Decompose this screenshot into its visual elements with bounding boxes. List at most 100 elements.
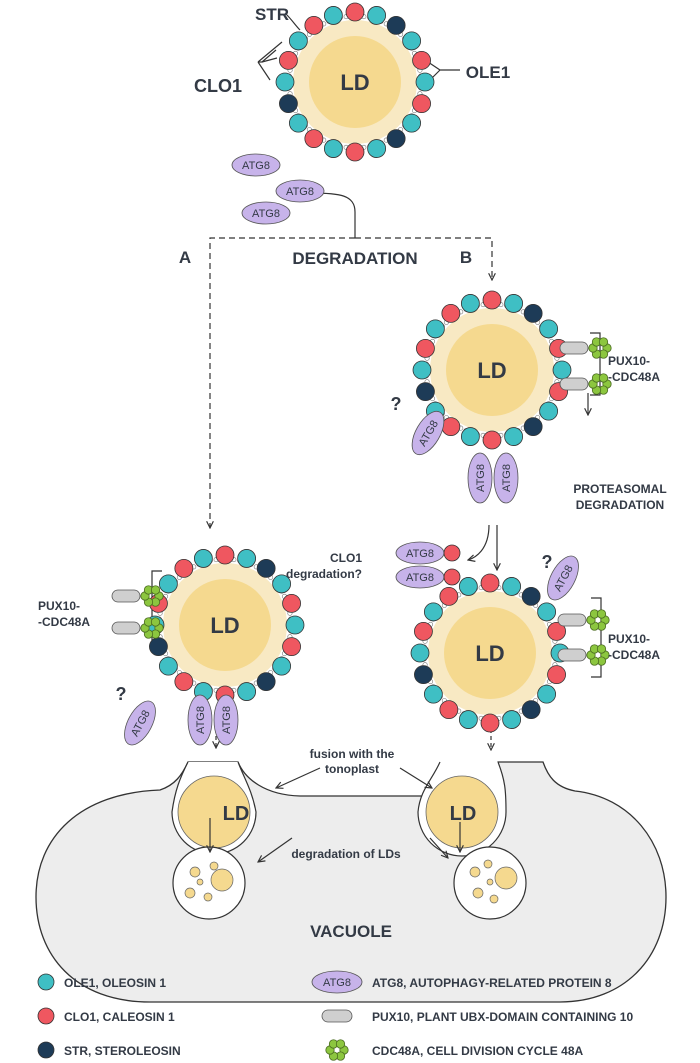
- ld-right-lower: LD: [410, 573, 570, 733]
- clo1-protein: [174, 558, 194, 578]
- inner-ld-left-label: LD: [223, 803, 250, 825]
- ld-right-upper: LD: [412, 290, 572, 450]
- str-protein: [416, 382, 435, 402]
- clo1-protein: [304, 129, 324, 149]
- clo1-protein: [482, 290, 502, 310]
- clo1-protein: [304, 15, 324, 35]
- ole1-protein: [415, 72, 435, 92]
- clo1-protein: [441, 417, 461, 437]
- pux10-shape: [111, 589, 141, 603]
- pux-label-lower-right-1: PUX10-: [608, 632, 650, 646]
- ole1-protein: [288, 31, 308, 51]
- atg8-right-bottom-2: ATG8: [493, 452, 519, 504]
- cdc48a-subunit: [150, 617, 161, 627]
- ld-label: LD: [475, 641, 504, 666]
- atg8-top-3: ATG8: [241, 201, 291, 225]
- ole1-protein: [193, 549, 213, 568]
- proteasomal-label-1: PROTEASOMAL: [573, 482, 666, 496]
- pux10-shape: [559, 341, 589, 355]
- ole1-protein: [504, 427, 524, 446]
- ole1-protein: [504, 294, 524, 313]
- clo1-protein: [414, 621, 433, 641]
- atg8-clo1-2: ATG8: [395, 565, 445, 589]
- ole1-protein: [458, 710, 478, 729]
- clo1-protein: [439, 586, 459, 606]
- atg8-label: ATG8: [242, 160, 270, 172]
- pux10-shape: [559, 377, 589, 391]
- pux-cdc48a-right-upper-2: [559, 373, 612, 395]
- legend-ole1-label: OLE1, OLEOSIN 1: [64, 976, 166, 990]
- clo1-protein: [441, 303, 461, 323]
- clo1-protein: [443, 544, 461, 562]
- atg8-label: ATG8: [323, 977, 351, 989]
- ole1-protein: [237, 549, 257, 568]
- str-protein: [521, 700, 541, 720]
- cdc48a-subunit: [150, 585, 161, 595]
- ole1-protein: [460, 294, 480, 313]
- clo1-protein: [547, 621, 566, 641]
- clo1-protein: [174, 672, 194, 692]
- ole1-protein: [423, 684, 443, 704]
- atg8-right-bottom-1: ATG8: [467, 452, 493, 504]
- atg8-label: ATG8: [501, 464, 513, 492]
- pux-cdc48a-left-1: [111, 585, 164, 607]
- ole1-label: OLE1: [466, 63, 510, 82]
- pux-cdc48a-lower-right-2: [557, 644, 610, 666]
- legend-str-label: STR, STEROLEOSIN: [64, 1044, 181, 1058]
- legend-atg8-label: ATG8, AUTOPHAGY-RELATED PROTEIN 8: [372, 976, 612, 990]
- clo1-label: CLO1: [194, 76, 242, 96]
- ld-label: LD: [210, 613, 239, 638]
- clo1-protein: [547, 665, 566, 685]
- pux-label-left-2: -CDC48A: [38, 615, 90, 629]
- ld-core: [446, 324, 538, 416]
- str-protein: [149, 637, 168, 657]
- atg8-top-2: ATG8: [275, 179, 325, 203]
- pux10-shape: [111, 621, 141, 635]
- proteasomal-label-2: DEGRADATION: [576, 498, 664, 512]
- atg8-label: ATG8: [475, 464, 487, 492]
- lipid-fragment: [203, 892, 213, 902]
- lipid-fragment: [489, 894, 499, 904]
- str-protein: [386, 15, 406, 35]
- lipid-fragment: [472, 887, 484, 899]
- ole1-protein: [323, 139, 343, 158]
- atg8-shape: [467, 452, 493, 504]
- legend-atg8-swatch: ATG8: [311, 970, 363, 994]
- lipid-fragment: [196, 878, 204, 886]
- pathway-a-label: A: [179, 248, 191, 267]
- legend-clo1-label: CLO1, CALEOSIN 1: [64, 1010, 175, 1024]
- atg8-shape: [187, 694, 213, 746]
- clo1-protein: [439, 700, 459, 720]
- ole1-protein: [237, 682, 257, 701]
- atg8-label: ATG8: [221, 706, 233, 734]
- ole1-protein: [425, 319, 445, 339]
- cdc48a-subunit: [596, 609, 607, 619]
- vacuole: [35, 761, 667, 1003]
- str-protein: [523, 417, 543, 437]
- pux-label-right-2: -CDC48A: [608, 370, 660, 384]
- atg8-shape: [547, 555, 579, 601]
- fusion-label-1: fusion with the: [310, 747, 395, 761]
- legend-pux10-swatch: [321, 1009, 353, 1023]
- pux-label-left-1: PUX10-: [38, 599, 80, 613]
- cdc48a-subunit: [596, 644, 607, 654]
- clo1-degradation-label-1: CLO1: [330, 551, 362, 565]
- ole1-protein: [502, 577, 522, 596]
- clo1-protein: [282, 637, 301, 657]
- atg8-top-1: ATG8: [231, 153, 281, 177]
- atg8-left-side: ATG8: [124, 700, 156, 746]
- ole1-protein: [502, 710, 522, 729]
- atg8-label: ATG8: [406, 548, 434, 560]
- ole1-protein: [402, 113, 422, 133]
- clo1-protein: [412, 50, 431, 70]
- lipid-fragment: [189, 866, 201, 878]
- clo1-protein: [345, 142, 365, 162]
- ld-left-lower: LD: [145, 545, 305, 705]
- ld-core: [444, 607, 536, 699]
- legend-cdc48a-label: CDC48A, CELL DIVISION CYCLE 48A: [372, 1044, 583, 1058]
- legend: OLE1, OLEOSIN 1 CLO1, CALEOSIN 1 STR, STER…: [37, 970, 633, 1061]
- ole1-protein: [158, 574, 178, 594]
